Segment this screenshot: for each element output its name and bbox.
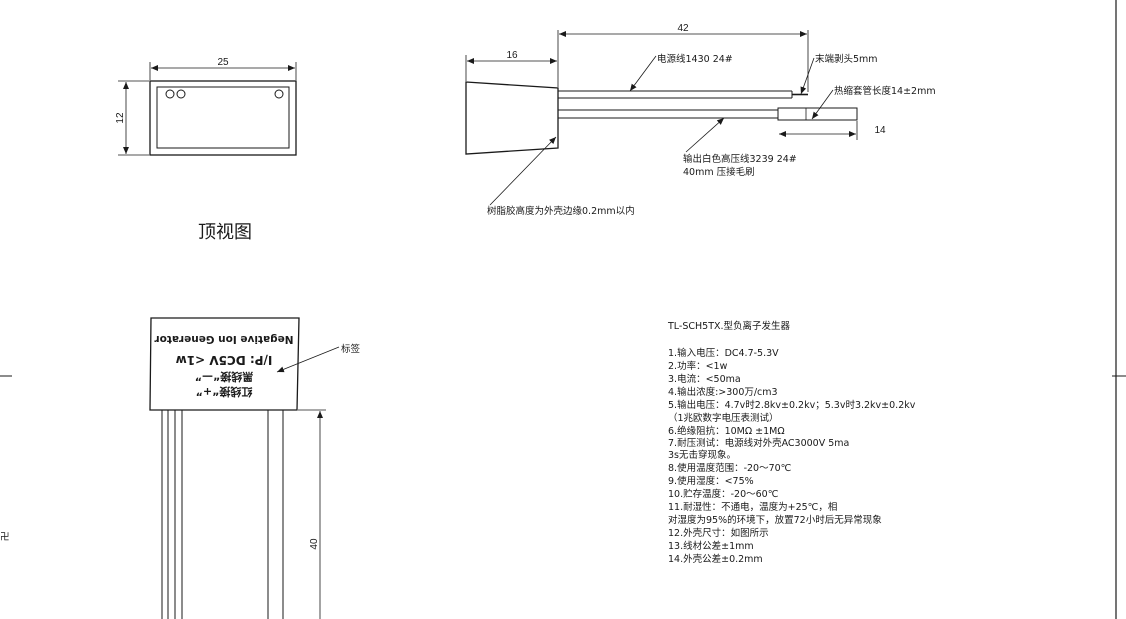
top-view-outer-case: [149, 80, 297, 156]
heat-shrink-sleeve: [777, 107, 858, 121]
side-view: 16 42 14 电源线1430 24# 末端剥头5mm 热缩套管长度14±2m…: [465, 23, 936, 217]
label-leader: [276, 346, 340, 373]
front-view-case: [149, 317, 300, 411]
spec-item: 11.耐湿性：不通电，温度为+25℃，相: [668, 501, 837, 513]
wire-hole-1-icon: [165, 89, 175, 99]
output-wire-note-line1: 输出白色高压线3239 24#: [683, 153, 797, 165]
spec-item: 2.功率：<1w: [668, 360, 728, 372]
wire-hole-3-icon: [274, 89, 284, 99]
case-label: 红线接“+” 黑线接“—” I/P: DC5V <1w Negative Ion…: [154, 333, 294, 399]
top-view-caption: 顶视图: [198, 222, 252, 243]
spec-item: 13.线材公差±1mm: [668, 540, 754, 552]
power-wire-note: 电源线1430 24#: [657, 53, 733, 65]
label-callout: 标签: [341, 343, 361, 355]
spec-item: 3.电流：<50ma: [668, 373, 741, 385]
strip-dim: 14: [874, 125, 886, 136]
resin-leader: [489, 136, 557, 206]
end-strip-note: 末端剥头5mm: [815, 53, 878, 65]
case-label-line-3: I/P: DC5V <1w: [176, 353, 273, 367]
spec-item: 4.输出浓度:>300万/cm3: [668, 386, 778, 398]
case-label-line-2: 黑线接“—”: [195, 370, 253, 384]
spec-item: 10.贮存温度：-20～60℃: [668, 488, 779, 500]
power-wire-leader: [629, 55, 657, 92]
case-label-line-1: 红线接“+”: [196, 385, 253, 399]
lead-dim: 40: [309, 538, 320, 550]
heat-shrink-leader: [811, 89, 834, 120]
spec-title: TL-SCH5TX.型负离子发生器: [667, 320, 791, 332]
spec-item: 3s无击穿现象。: [668, 449, 736, 461]
spec-item: 9.使用湿度：<75%: [668, 475, 754, 487]
spec-block: TL-SCH5TX.型负离子发生器 1.输入电压：DC4.7-5.3V 2.功率…: [667, 320, 916, 565]
left-edge-char: 卍: [0, 532, 10, 543]
spec-item: （1兆欧数字电压表测试）: [668, 412, 779, 424]
wire-hole-2-icon: [176, 89, 186, 99]
top-view-inner-case: [156, 86, 290, 149]
spec-item: 5.输出电压：4.7v时2.8kv±0.2kv；5.3v时3.2kv±0.2kv: [668, 399, 916, 411]
case-label-line-4: Negative Ion Generator: [154, 333, 294, 345]
side-view-case: [465, 81, 559, 155]
top-view: 25 12 顶视图: [115, 57, 297, 243]
heat-shrink-note: 热缩套管长度14±2mm: [834, 85, 936, 97]
end-strip-leader: [800, 57, 815, 95]
output-wire-note-line2: 40mm 压接毛刷: [683, 166, 755, 178]
spec-item: 对湿度为95%的环境下，放置72小时后无异常现象: [668, 514, 882, 526]
output-wire-leader: [685, 117, 725, 153]
body-dim: 16: [506, 50, 518, 61]
front-view: 40 红线接“+” 黑线接“—” I/P: DC5V <1w Negative …: [149, 317, 361, 619]
top-width-dim: 25: [217, 57, 229, 68]
spec-item: 1.输入电压：DC4.7-5.3V: [668, 347, 779, 359]
spec-item: 14.外壳公差±0.2mm: [668, 553, 763, 565]
resin-note: 树脂胶高度为外壳边缘0.2mm以内: [487, 205, 635, 217]
top-height-dim: 12: [115, 112, 126, 124]
wire-dim: 42: [677, 23, 689, 34]
spec-item: 6.绝缘阻抗：10MΩ ±1MΩ: [668, 425, 785, 437]
spec-item: 8.使用温度范围：-20～70℃: [668, 462, 792, 474]
spec-item: 12.外壳尺寸：如图所示: [668, 527, 769, 539]
spec-item: 7.耐压测试：电源线对外壳AC3000V 5ma: [668, 437, 849, 449]
